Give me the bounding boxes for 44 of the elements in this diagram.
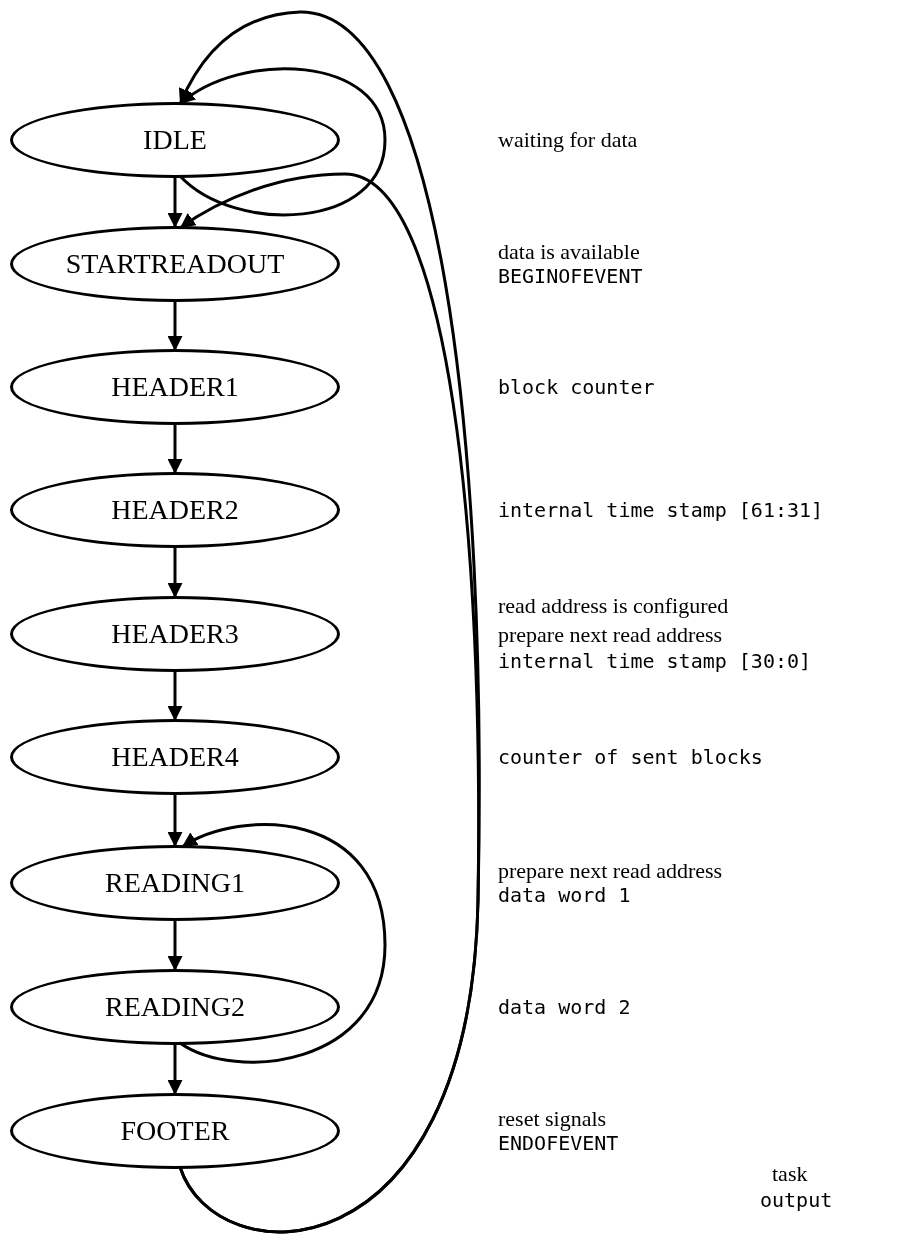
legend-text: output bbox=[760, 1189, 833, 1211]
arrow bbox=[167, 423, 183, 474]
state-name: HEADER4 bbox=[111, 741, 239, 773]
output-text: data word 1 bbox=[498, 884, 631, 906]
output-text: ENDOFEVENT bbox=[498, 1132, 619, 1154]
task-text: reset signals bbox=[498, 1107, 607, 1131]
arrow bbox=[167, 546, 183, 598]
state-name: HEADER3 bbox=[111, 618, 239, 650]
arrow bbox=[167, 300, 183, 351]
output-text: counter of sent blocks bbox=[498, 746, 763, 768]
arrow bbox=[179, 823, 387, 1064]
task-text: prepare next read address bbox=[498, 859, 723, 883]
arrow bbox=[167, 919, 183, 971]
task-text: waiting for data bbox=[498, 128, 638, 152]
arrow bbox=[167, 176, 183, 228]
state-name: IDLE bbox=[143, 124, 207, 156]
task-text: data is available bbox=[498, 240, 640, 264]
state-name: FOOTER bbox=[120, 1115, 230, 1147]
output-text: data word 2 bbox=[498, 996, 631, 1018]
arrow bbox=[167, 793, 183, 847]
state-ellipse bbox=[10, 719, 340, 795]
state-name: READING2 bbox=[105, 991, 245, 1023]
state-name: HEADER2 bbox=[111, 494, 239, 526]
state-ellipse bbox=[10, 349, 340, 425]
state-ellipse bbox=[10, 1093, 340, 1169]
arrow bbox=[167, 1043, 183, 1095]
output-text: BEGINOFEVENT bbox=[498, 265, 643, 287]
legend-text: task bbox=[772, 1162, 808, 1186]
task-text: read address is configured bbox=[498, 594, 729, 618]
state-ellipse bbox=[10, 845, 340, 921]
output-text: internal time stamp [61:31] bbox=[498, 499, 824, 521]
arrow bbox=[179, 67, 387, 217]
arrow bbox=[167, 670, 183, 721]
state-ellipse bbox=[10, 969, 340, 1045]
state-ellipse bbox=[10, 472, 340, 548]
state-name: STARTREADOUT bbox=[65, 248, 285, 280]
state-name: HEADER1 bbox=[111, 371, 239, 403]
state-ellipse bbox=[10, 226, 340, 302]
output-text: internal time stamp [30:0] bbox=[498, 650, 812, 672]
state-name: READING1 bbox=[105, 867, 245, 899]
task-text: prepare next read address bbox=[498, 623, 723, 647]
state-ellipse bbox=[10, 596, 340, 672]
output-text: block counter bbox=[498, 376, 655, 398]
state-ellipse bbox=[10, 102, 340, 178]
